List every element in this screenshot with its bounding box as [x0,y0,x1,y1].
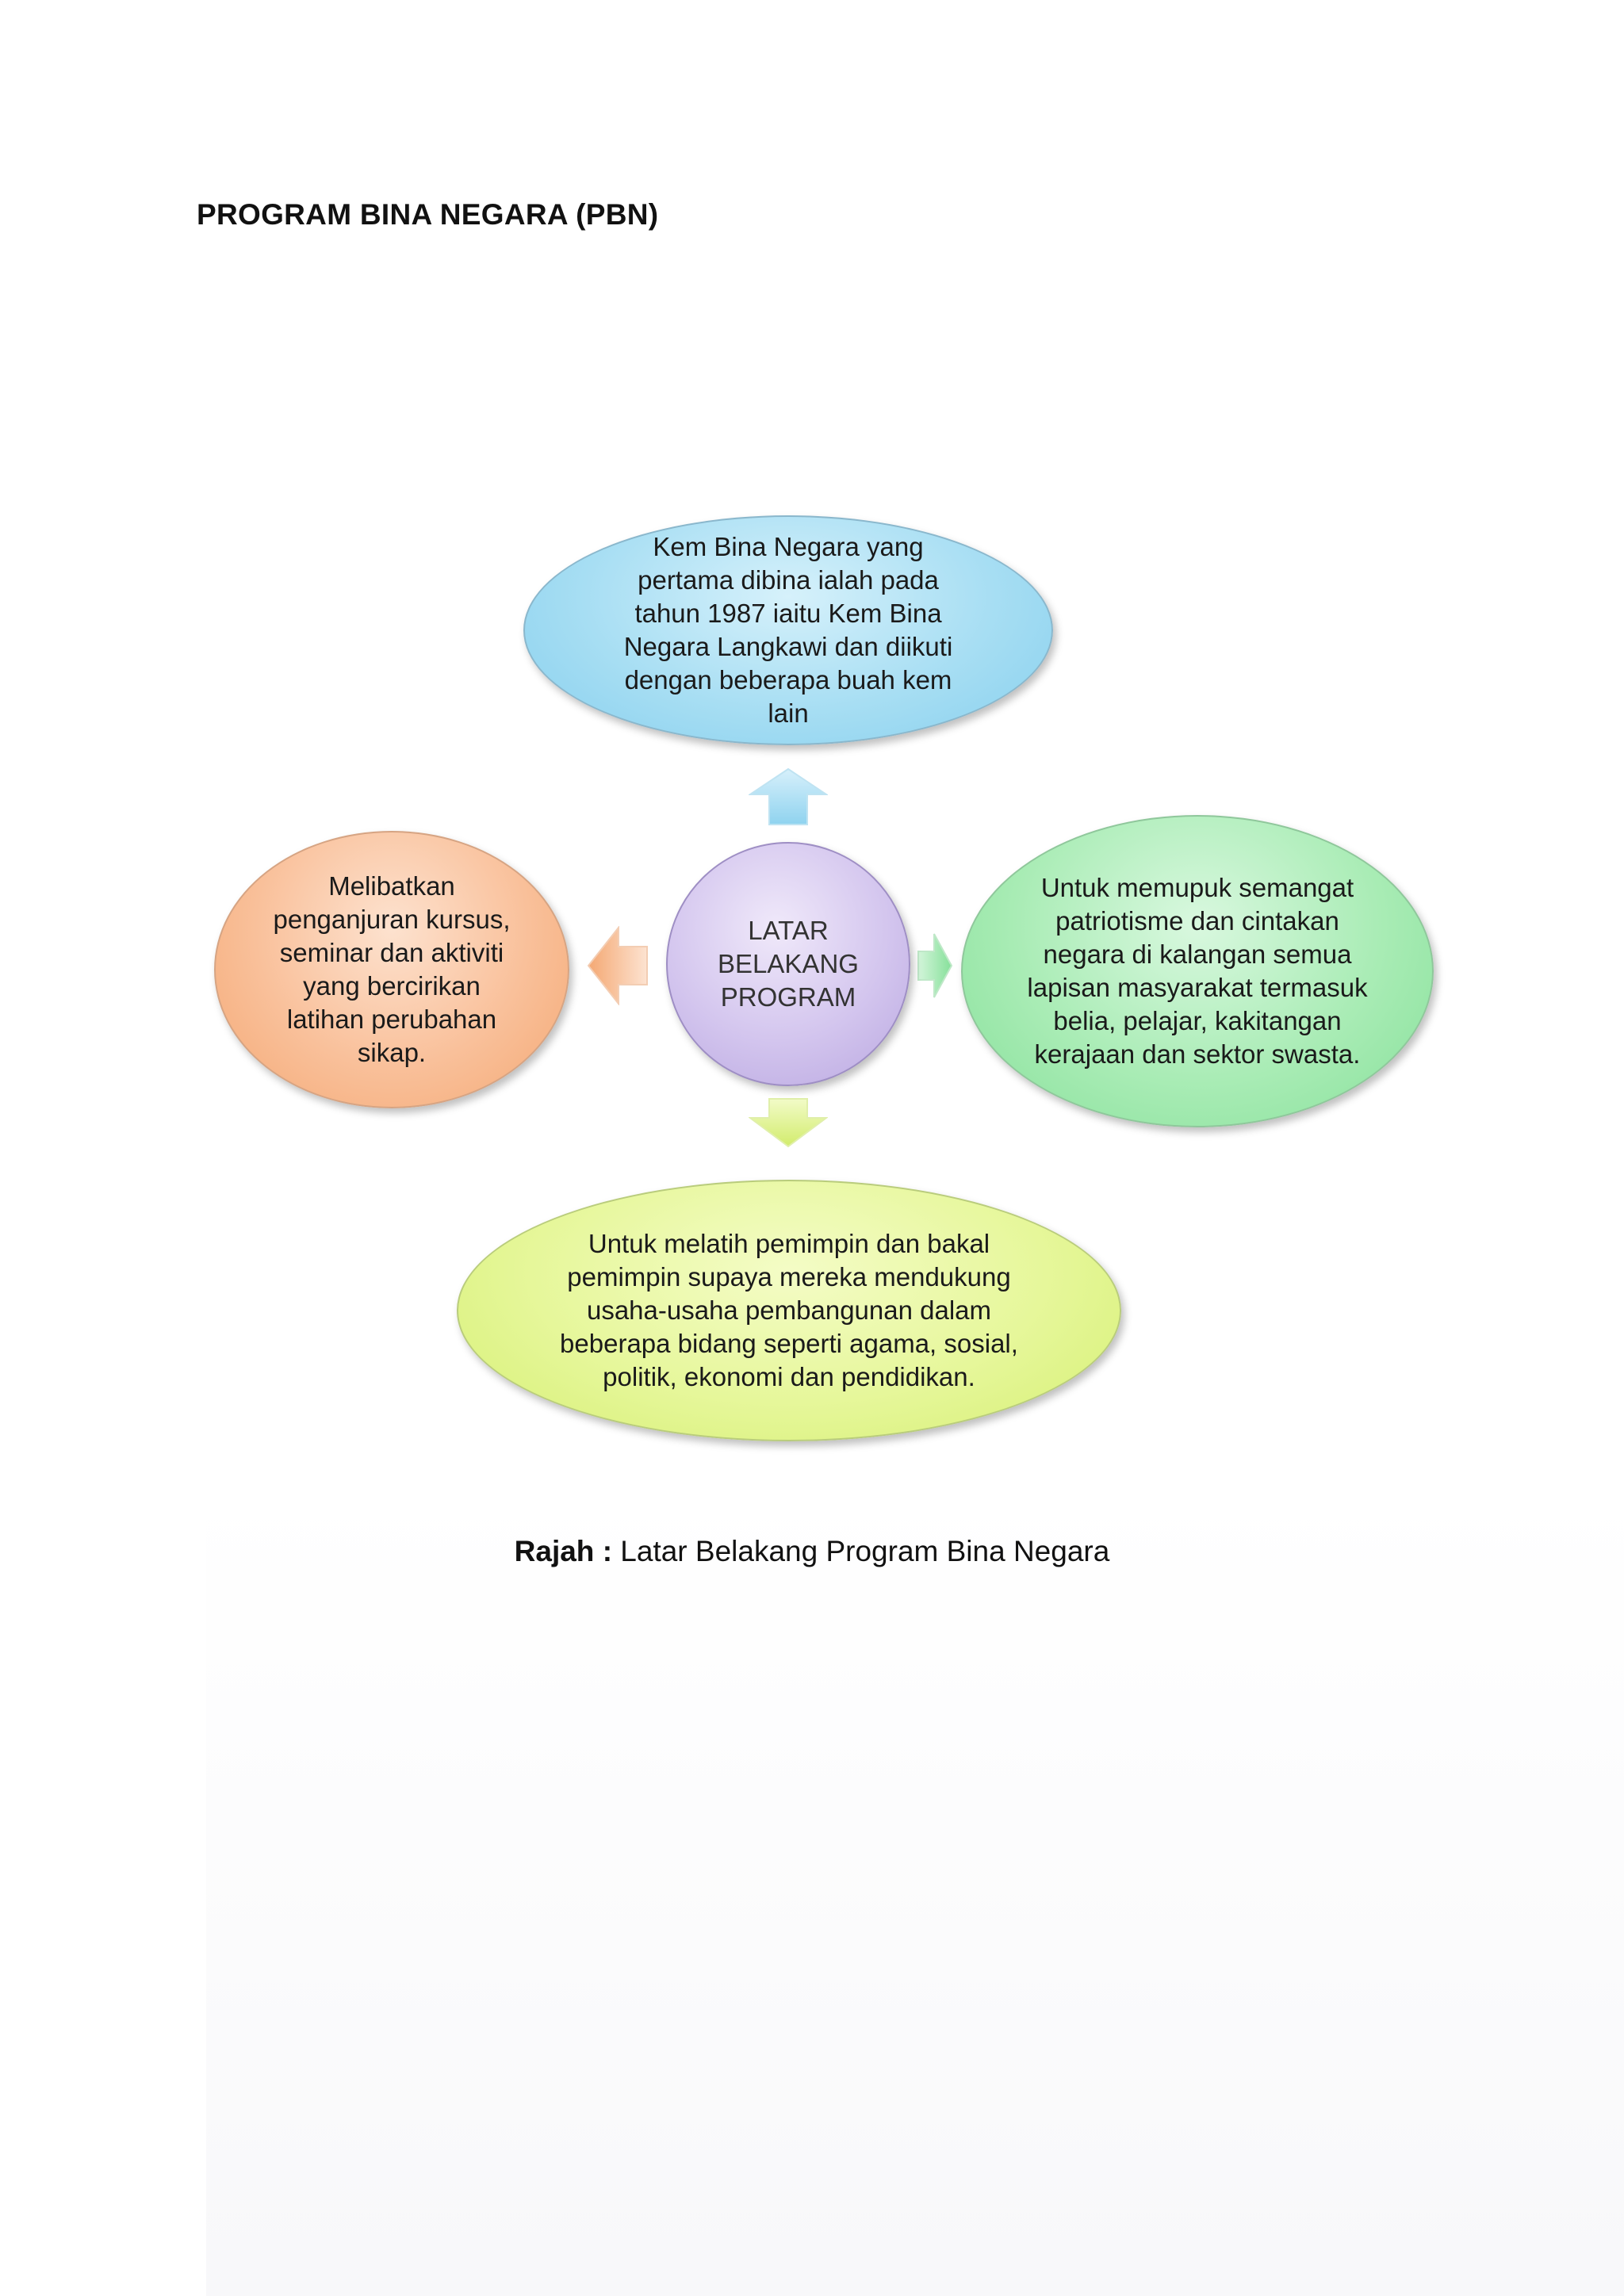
diagram-node-center: LATAR BELAKANG PROGRAM [666,842,910,1086]
node-right-text: Untuk memupuk semangat patriotisme dan c… [1027,873,1368,1069]
diagram-node-bottom: Untuk melatih pemimpin dan bakal pemimpi… [457,1180,1121,1441]
diagram-node-left: Melibatkan penganjuran kursus, seminar d… [214,831,569,1108]
node-bottom-text: Untuk melatih pemimpin dan bakal pemimpi… [560,1229,1018,1391]
page-background-shade [206,1490,1624,2296]
caption-label: Rajah : [514,1535,613,1567]
page-title: PROGRAM BINA NEGARA (PBN) [197,198,659,231]
arrow-left-icon [587,926,648,1005]
diagram-node-top: Kem Bina Negara yang pertama dibina iala… [523,515,1053,745]
arrow-up-icon [749,767,828,825]
arrow-down-icon [749,1098,828,1148]
arrow-right-icon [917,933,953,998]
diagram-node-right: Untuk memupuk semangat patriotisme dan c… [961,815,1434,1127]
node-center-text: LATAR BELAKANG PROGRAM [718,916,859,1012]
figure-caption: Rajah : Latar Belakang Program Bina Nega… [0,1535,1624,1568]
node-left-text: Melibatkan penganjuran kursus, seminar d… [273,871,511,1067]
caption-text: Latar Belakang Program Bina Negara [620,1535,1110,1567]
node-top-text: Kem Bina Negara yang pertama dibina iala… [623,532,953,728]
